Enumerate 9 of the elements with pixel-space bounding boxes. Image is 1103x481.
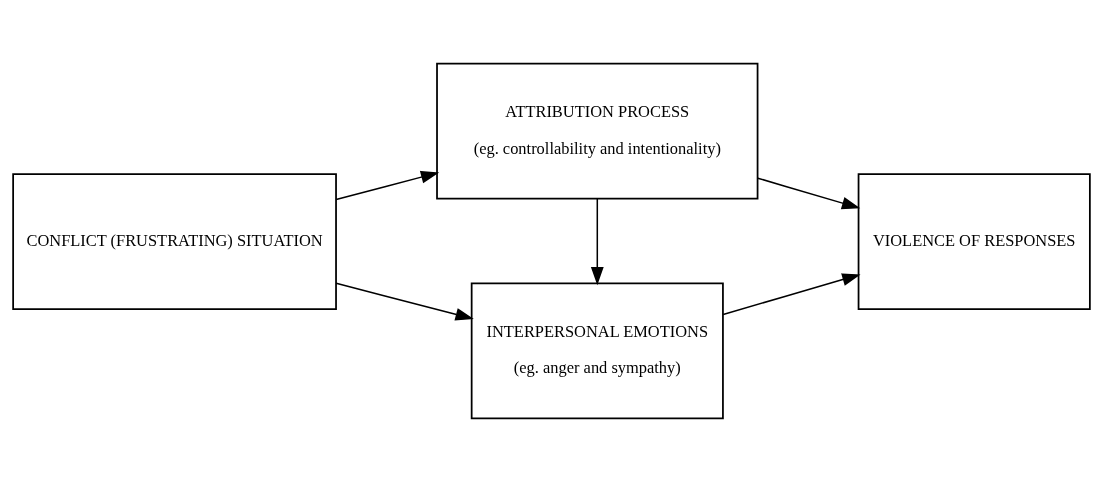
node-box: ATTRIBUTION PROCESS (eg. controllability and intentionality)	[436, 62, 759, 200]
arrow	[722, 272, 861, 315]
arrow	[335, 170, 440, 200]
node-box: CONFLICT (FRUSTRATING) SITUATION	[12, 172, 337, 310]
arrow	[757, 176, 861, 209]
arrow	[335, 282, 474, 321]
arrow	[590, 197, 604, 285]
node-box: VIOLENCE OF RESPONSES	[857, 172, 1091, 310]
node-box: INTERPERSONAL EMOTIONS (eg. anger and sympathy)	[470, 281, 724, 419]
